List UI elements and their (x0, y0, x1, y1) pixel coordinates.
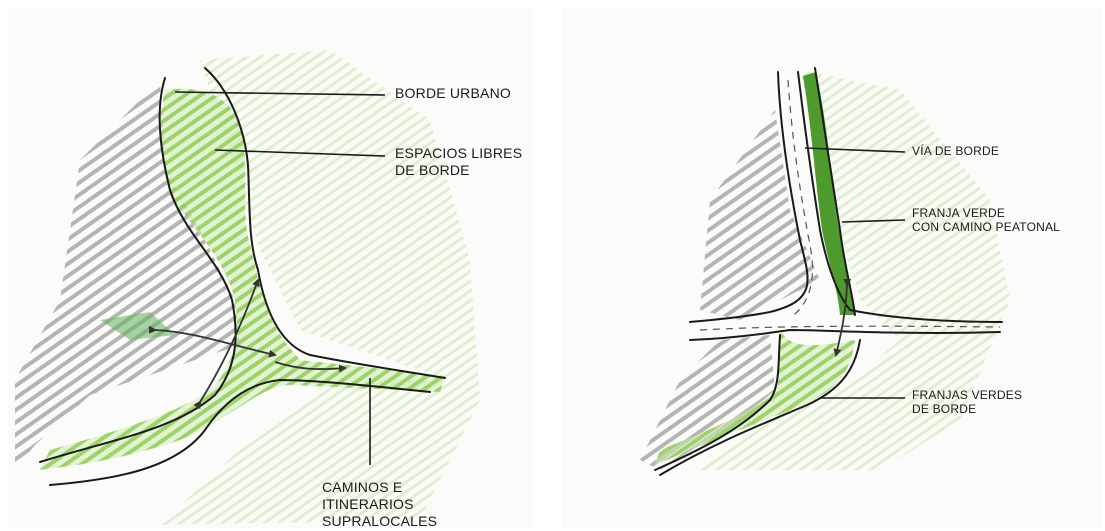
right-green-strips (655, 72, 855, 465)
label-franja-verde-line1: FRANJA VERDE (912, 206, 1006, 220)
right-gray-urban-hatch (640, 110, 820, 470)
left-gray-urban-hatch (15, 80, 240, 470)
label-caminos-line3: SUPRALOCALES (322, 513, 438, 529)
label-espacios-libres-line1: ESPACIOS LIBRES (395, 145, 523, 161)
label-franjas-verdes-line2: DE BORDE (912, 402, 977, 416)
label-borde-urbano: BORDE URBANO (395, 85, 511, 101)
label-caminos-line1: CAMINOS E (322, 479, 403, 495)
label-via-de-borde: VÍA DE BORDE (912, 144, 1000, 158)
label-franjas-verdes-line1: FRANJAS VERDES (912, 388, 1023, 402)
right-road-centerline (699, 79, 1001, 331)
label-franja-verde-line2: CON CAMINO PEATONAL (912, 220, 1061, 234)
right-pedestrian-arrows (833, 278, 852, 357)
left-leader-lines (174, 91, 386, 465)
label-caminos-line2: ITINERARIOS (322, 496, 414, 512)
left-itinerary-arrows (148, 278, 347, 410)
right-leader-lines (804, 147, 906, 399)
label-espacios-libres-line2: DE BORDE (395, 162, 470, 178)
right-pale-green-field (700, 70, 1010, 470)
